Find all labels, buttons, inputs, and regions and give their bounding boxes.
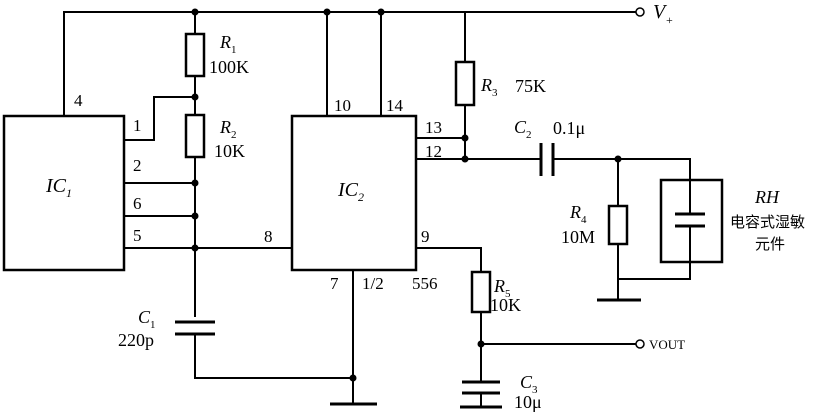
wire-ic2-pin9 xyxy=(415,247,482,273)
ic1-pin5: 5 xyxy=(133,226,142,245)
rh-sensor-capacitor xyxy=(675,212,705,228)
rh-sensor-frame xyxy=(659,178,724,264)
vout-label: VOUT xyxy=(649,337,685,352)
ic2-pin14: 14 xyxy=(386,96,404,115)
wire-ic1-pin1 xyxy=(123,96,196,141)
c3-name: C3 xyxy=(520,372,538,396)
wire-c1-ground xyxy=(194,335,354,379)
ic2-body xyxy=(290,114,418,272)
r4-name: R4 xyxy=(569,202,587,226)
r2-body xyxy=(184,113,206,159)
r3-name: R3 xyxy=(480,75,498,99)
ic2-pin10: 10 xyxy=(334,96,351,115)
r5-body xyxy=(470,270,492,314)
r1-value: 100K xyxy=(209,57,249,77)
ic2-pin8: 8 xyxy=(264,227,273,246)
ic2-pin9: 9 xyxy=(421,227,430,246)
supply-label: V+ xyxy=(653,1,673,27)
c1-name: C1 xyxy=(138,307,156,331)
r4-value: 10M xyxy=(561,227,595,247)
ic2-pin7: 7 xyxy=(330,274,339,293)
r5-value: 10K xyxy=(490,295,521,315)
ic2-label: IC2 xyxy=(337,179,364,204)
r5-name: R5 xyxy=(493,276,511,300)
ic2-pin12: 12 xyxy=(425,142,442,161)
ic1-pin2: 2 xyxy=(133,156,142,175)
r2-name: R2 xyxy=(219,117,237,141)
r1-body xyxy=(184,32,206,78)
ic2-pin13: 13 xyxy=(425,118,442,137)
c3-value: 10μ xyxy=(514,392,542,412)
c2-name: C2 xyxy=(514,117,532,141)
r2-value: 10K xyxy=(214,141,245,161)
ic1-label: IC1 xyxy=(45,175,72,200)
wires xyxy=(63,11,691,405)
c3-symbol xyxy=(462,380,500,395)
r3-body xyxy=(454,60,476,107)
ic1-pin6: 6 xyxy=(133,194,142,213)
r1-name: R1 xyxy=(219,32,237,56)
supply-terminal xyxy=(635,7,645,17)
rh-desc-line2: 元件 xyxy=(755,235,785,253)
c1-value: 220p xyxy=(118,330,154,350)
c1-symbol xyxy=(175,320,215,336)
ic1-pin4: 4 xyxy=(74,91,83,110)
r3-value: 75K xyxy=(515,76,546,96)
rh-desc-line1: 电容式湿敏 xyxy=(730,213,805,231)
ic2-half-label: 1/2 xyxy=(362,274,384,293)
ic2-part-label: 556 xyxy=(412,274,438,293)
rh-name: RH xyxy=(754,187,780,207)
ic1-pin1: 1 xyxy=(133,116,142,135)
c2-symbol xyxy=(539,143,555,176)
junction-dots xyxy=(191,8,622,382)
vout-terminal xyxy=(635,339,645,349)
r4-body xyxy=(607,204,629,246)
ic1-body xyxy=(2,114,126,272)
c2-value: 0.1μ xyxy=(553,118,585,138)
